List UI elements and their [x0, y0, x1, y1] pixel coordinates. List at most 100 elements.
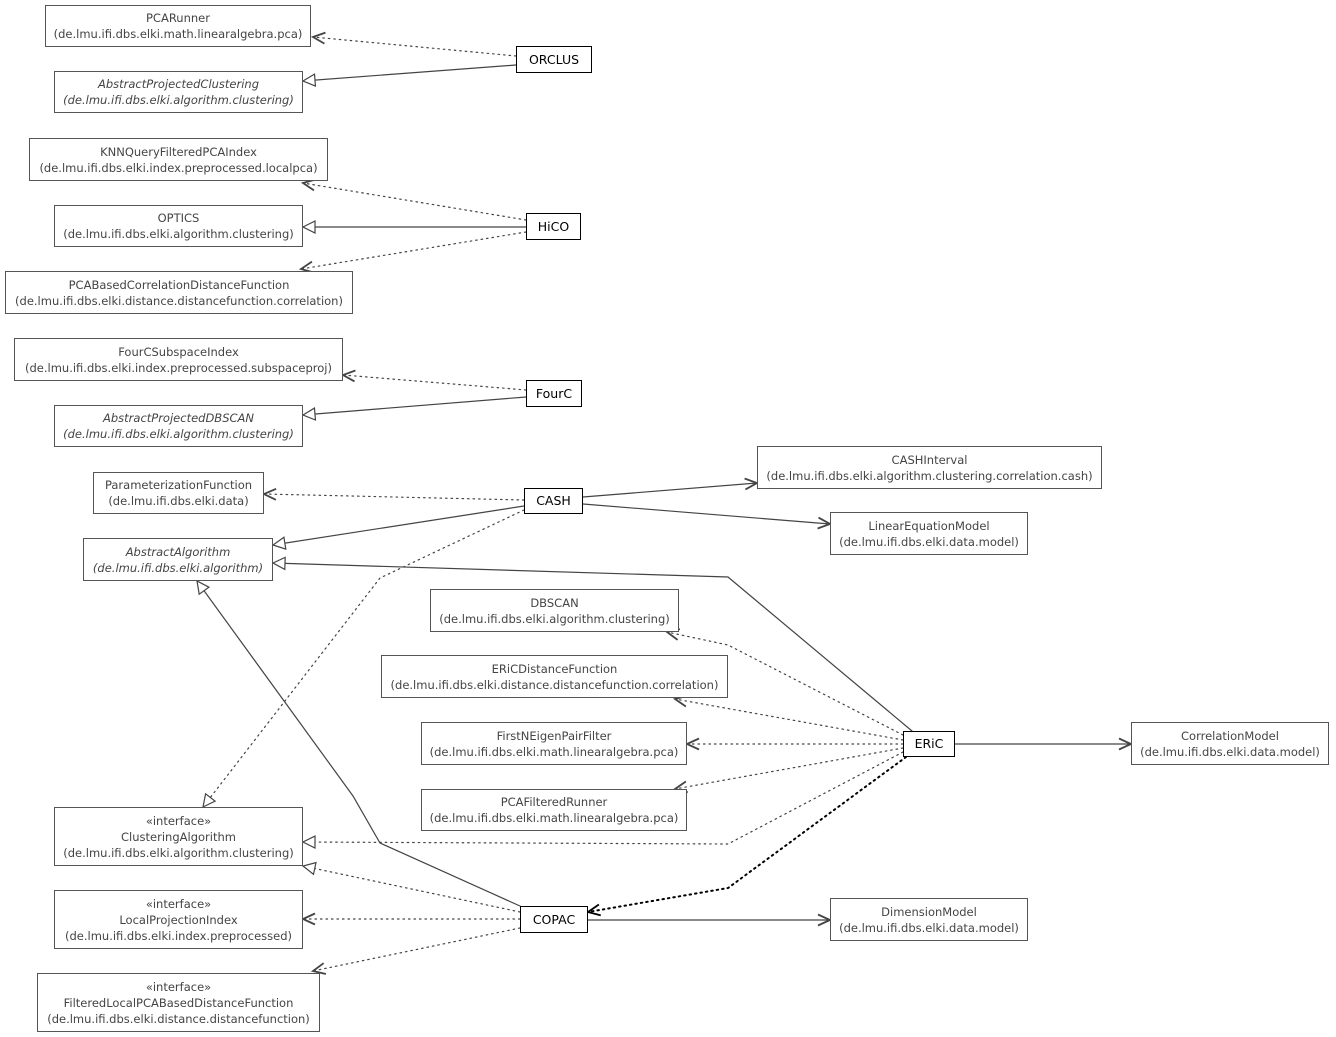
class-name: ERiCDistanceFunction — [491, 661, 618, 676]
class-node-parameterization-function[interactable]: ParameterizationFunction (de.lmu.ifi.dbs… — [93, 472, 264, 514]
class-package: (de.lmu.ifi.dbs.elki.data.model) — [1140, 744, 1320, 759]
open-arrow-head — [300, 912, 316, 926]
class-package: (de.lmu.ifi.dbs.elki.distance.distancefu… — [15, 293, 343, 308]
class-node-clustering-algorithm[interactable]: «interface» ClusteringAlgorithm (de.lmu.… — [54, 807, 303, 866]
edge-gen-orclus-apc — [301, 64, 517, 88]
class-name: ClusteringAlgorithm — [121, 829, 236, 844]
class-name: CASHInterval — [891, 452, 968, 467]
class-node-filtered-local-pca-based-distance-function[interactable]: «interface» FilteredLocalPCABasedDistanc… — [37, 973, 320, 1032]
class-node-abstract-projected-clustering[interactable]: AbstractProjectedClustering (de.lmu.ifi.… — [54, 71, 303, 113]
class-name: FirstNEigenPairFilter — [496, 728, 612, 743]
class-node-cash[interactable]: CASH — [524, 488, 583, 514]
class-name: ERiC — [914, 736, 944, 751]
class-name: ORCLUS — [528, 51, 580, 67]
class-package: (de.lmu.ifi.dbs.elki.algorithm.clusterin… — [63, 93, 294, 107]
edge-dep-cash-param — [261, 487, 525, 501]
class-package: (de.lmu.ifi.dbs.elki.math.linearalgebra.… — [429, 744, 679, 759]
open-arrow-head — [310, 962, 327, 975]
edge-dep-eric-firstn — [684, 737, 904, 751]
class-name: LocalProjectionIndex — [119, 912, 238, 927]
class-package: (de.lmu.ifi.dbs.elki.algorithm.clusterin… — [439, 611, 670, 626]
edge-real-eric-clalg — [301, 751, 904, 850]
open-arrow-head — [585, 903, 601, 917]
class-node-copac[interactable]: COPAC — [520, 906, 588, 933]
edge-dep-copac-flpca — [310, 927, 521, 975]
class-node-pca-filtered-runner[interactable]: PCAFilteredRunner (de.lmu.ifi.dbs.elki.m… — [421, 789, 687, 831]
class-node-orclus[interactable]: ORCLUS — [516, 46, 592, 73]
class-node-local-projection-index[interactable]: «interface» LocalProjectionIndex (de.lmu… — [54, 890, 303, 949]
class-package: (de.lmu.ifi.dbs.elki.data.model) — [839, 534, 1019, 549]
class-node-eric-distance-function[interactable]: ERiCDistanceFunction (de.lmu.ifi.dbs.elk… — [381, 655, 728, 698]
hollow-triangle-head — [271, 556, 286, 571]
class-name: PCAFilteredRunner — [500, 795, 608, 809]
class-package: (de.lmu.ifi.dbs.elki.distance.distancefu… — [47, 1011, 310, 1026]
class-name: FilteredLocalPCABasedDistanceFunction — [63, 995, 294, 1010]
class-node-cash-interval[interactable]: CASHInterval (de.lmu.ifi.dbs.elki.algori… — [757, 446, 1102, 489]
class-name: FourC — [535, 385, 573, 401]
class-node-first-n-eigen-pair-filter[interactable]: FirstNEigenPairFilter (de.lmu.ifi.dbs.el… — [421, 722, 687, 765]
hollow-triangle-head — [301, 835, 316, 850]
class-node-fourc[interactable]: FourC — [526, 380, 582, 407]
class-node-hico[interactable]: HiCO — [526, 213, 581, 240]
class-node-eric[interactable]: ERiC — [903, 731, 955, 757]
hollow-triangle-head — [301, 407, 317, 421]
class-name: DimensionModel — [881, 904, 977, 919]
edge-gen-hico-optics — [301, 220, 527, 234]
edge-assoc-eric-corrmodel — [954, 737, 1134, 751]
class-name: PCABasedCorrelationDistanceFunction — [68, 277, 290, 292]
class-package: (de.lmu.ifi.dbs.elki.index.preprocessed) — [64, 928, 292, 943]
edge-gen-fourc-apdbscan — [301, 396, 527, 421]
class-name: KNNQueryFilteredPCAIndex — [100, 144, 257, 159]
open-arrow-head — [310, 31, 326, 45]
class-name: HiCO — [537, 218, 570, 234]
class-package: (de.lmu.ifi.dbs.elki.algorithm) — [92, 560, 264, 575]
edge-dep-hico-knnq — [300, 178, 527, 221]
class-package: (de.lmu.ifi.dbs.elki.index.preprocessed.… — [25, 360, 332, 375]
class-name: DBSCAN — [530, 595, 579, 610]
open-arrow-head — [261, 487, 277, 501]
edge-gen-eric-absalg — [271, 556, 913, 732]
class-package: (de.lmu.ifi.dbs.elki.algorithm.clusterin… — [63, 845, 294, 860]
edge-dep-orclus-pcarunner — [310, 31, 517, 57]
class-name: CASH — [536, 493, 571, 508]
hollow-triangle-head — [301, 220, 316, 234]
hollow-triangle-head — [196, 579, 211, 596]
class-name: AbstractAlgorithm — [125, 544, 231, 559]
class-package: (de.lmu.ifi.dbs.elki.algorithm.clusterin… — [63, 427, 294, 441]
class-node-dbscan[interactable]: DBSCAN (de.lmu.ifi.dbs.elki.algorithm.cl… — [430, 589, 679, 632]
class-node-abstract-projected-dbscan[interactable]: AbstractProjectedDBSCAN (de.lmu.ifi.dbs.… — [54, 405, 303, 447]
class-node-optics[interactable]: OPTICS (de.lmu.ifi.dbs.elki.algorithm.cl… — [54, 205, 303, 247]
class-node-linear-equation-model[interactable]: LinearEquationModel (de.lmu.ifi.dbs.elki… — [830, 512, 1028, 555]
class-stereotype: «interface» — [145, 813, 212, 828]
class-node-knnquery-filtered-pca-index[interactable]: KNNQueryFilteredPCAIndex (de.lmu.ifi.dbs… — [29, 138, 328, 181]
edge-gen-cash-absalg — [271, 505, 525, 550]
hollow-triangle-head — [271, 536, 287, 550]
class-package: (de.lmu.ifi.dbs.elki.distance.distancefu… — [390, 677, 719, 692]
edge-assoc-copac-dimmodel — [587, 913, 833, 927]
class-name: AbstractProjectedClustering — [97, 77, 260, 91]
class-package: (de.lmu.ifi.dbs.elki.index.preprocessed.… — [39, 160, 318, 175]
class-name: COPAC — [532, 911, 576, 927]
class-node-fourc-subspace-index[interactable]: FourCSubspaceIndex (de.lmu.ifi.dbs.elki.… — [14, 338, 343, 381]
edge-assoc-cash-cashint — [582, 477, 760, 498]
edge-dep-hico-pcabased — [298, 231, 527, 274]
edge-assoc-cash-lineq — [582, 503, 833, 530]
class-package: (de.lmu.ifi.dbs.elki.math.linearalgebra.… — [429, 811, 679, 825]
class-package: (de.lmu.ifi.dbs.elki.data.model) — [839, 920, 1019, 935]
hollow-triangle-head — [202, 792, 217, 809]
class-name: CorrelationModel — [1181, 728, 1279, 743]
class-name: PCARunner — [146, 11, 210, 25]
class-name: ParameterizationFunction — [104, 478, 253, 492]
edge-dep-eric-copac — [585, 756, 907, 917]
class-stereotype: «interface» — [145, 896, 212, 911]
class-package: (de.lmu.ifi.dbs.elki.algorithm.clusterin… — [63, 227, 294, 241]
open-arrow-head — [340, 369, 356, 383]
class-node-correlation-model[interactable]: CorrelationModel (de.lmu.ifi.dbs.elki.da… — [1131, 722, 1329, 765]
class-node-pca-based-correlation-distance-function[interactable]: PCABasedCorrelationDistanceFunction (de.… — [5, 271, 353, 314]
class-node-abstract-algorithm[interactable]: AbstractAlgorithm (de.lmu.ifi.dbs.elki.a… — [83, 538, 273, 581]
class-node-pcarunner[interactable]: PCARunner (de.lmu.ifi.dbs.elki.math.line… — [45, 5, 311, 47]
edge-gen-copac-absalg — [196, 579, 521, 907]
class-name: AbstractProjectedDBSCAN — [103, 411, 254, 425]
edge-dep-copac-lpi — [300, 912, 521, 926]
class-node-dimension-model[interactable]: DimensionModel (de.lmu.ifi.dbs.elki.data… — [830, 898, 1028, 941]
